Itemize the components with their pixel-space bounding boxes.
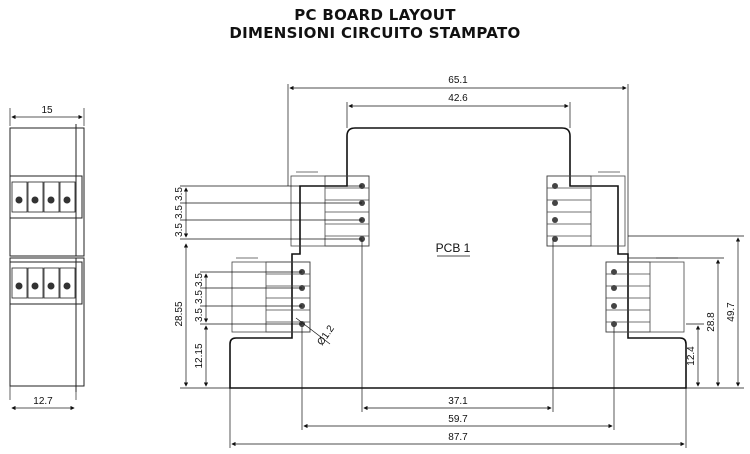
pin-hole-icon xyxy=(552,183,558,189)
connector-right-upper xyxy=(546,171,626,247)
dim-left-pitch-3: 3.5 xyxy=(174,223,185,237)
pin-hole-icon xyxy=(611,285,617,291)
dim-bottom-inner: 37.1 xyxy=(448,396,468,407)
dim-bottom-overall: 87.7 xyxy=(448,432,468,443)
screw-icon xyxy=(15,196,23,204)
pin-hole-icon xyxy=(611,303,617,309)
screw-icon xyxy=(47,196,55,204)
title-line-1: PC BOARD LAYOUT xyxy=(294,6,456,24)
pin-hole-icon xyxy=(552,217,558,223)
dim-side-bottom: 12.7 xyxy=(33,396,53,407)
dim-overall-top: 65.1 xyxy=(448,75,468,86)
dim-right-height: 49.7 xyxy=(726,302,737,322)
screw-icon xyxy=(63,196,71,204)
dim-left-pitch-2: 3.5 xyxy=(174,205,185,219)
side-view xyxy=(9,108,85,411)
screw-icon xyxy=(47,282,55,290)
pin-hole-icon xyxy=(552,200,558,206)
screw-icon xyxy=(31,282,39,290)
dim-side-top: 15 xyxy=(41,105,53,116)
dim-left-pitch-4: 3.5 xyxy=(194,273,205,287)
dim-left-height: 28.55 xyxy=(174,301,185,326)
screw-icon xyxy=(15,282,23,290)
pin-hole-icon xyxy=(611,269,617,275)
dim-right-low: 12.4 xyxy=(686,346,697,366)
pcb-label: PCB 1 xyxy=(436,241,471,255)
pin-hole-icon xyxy=(611,321,617,327)
dim-inner-top: 42.6 xyxy=(448,93,468,104)
dim-bottom-mid: 59.7 xyxy=(448,414,468,425)
title-line-2: DIMENSIONI CIRCUITO STAMPATO xyxy=(229,24,521,42)
screw-icon xyxy=(63,282,71,290)
dim-left-pitch-5: 3.5 xyxy=(194,290,205,304)
screw-icon xyxy=(31,196,39,204)
dim-left-pitch-1: 3.5 xyxy=(174,187,185,201)
dim-left-pitch-6: 3.5 xyxy=(194,308,205,322)
dim-right-mid: 28.8 xyxy=(706,312,717,332)
pcb-outline xyxy=(229,127,687,389)
dim-left-low: 12.15 xyxy=(194,343,205,368)
connector-left-upper xyxy=(290,171,370,247)
pin-hole-icon xyxy=(552,236,558,242)
